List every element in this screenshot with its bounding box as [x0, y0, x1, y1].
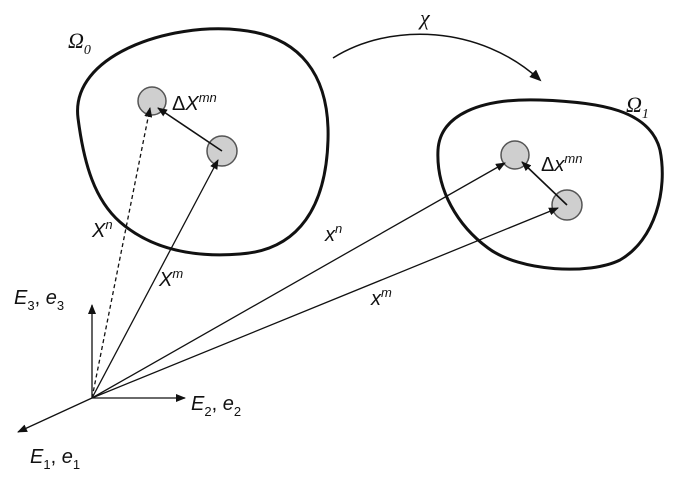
position-vector-Xn: [91, 107, 153, 399]
position-vector-xm: [91, 207, 559, 399]
label-omega1: Ω1: [626, 92, 649, 122]
reference-body-outline: [76, 27, 330, 257]
label-E1-e1: E1, e1: [30, 446, 80, 472]
mapping-arrow: [332, 33, 542, 82]
label-delta-x: Δxmn: [541, 151, 582, 176]
label-Xm: Xm: [158, 266, 183, 291]
label-delta-X: ΔXmn: [172, 90, 217, 115]
relative-vector-current: [521, 161, 568, 206]
axis-e1: [17, 397, 93, 433]
label-chi: χ: [418, 5, 431, 30]
label-xn: xn: [324, 221, 342, 246]
position-vector-xn: [91, 162, 506, 399]
relative-vector-reference: [157, 107, 223, 152]
label-E3-e3: E3, e3: [14, 287, 64, 313]
label-Xn: Xn: [91, 217, 113, 242]
position-vector-Xm: [91, 159, 219, 399]
label-E2-e2: E2, e2: [191, 393, 241, 419]
current-body-outline: [436, 98, 664, 271]
label-omega0: Ω0: [68, 28, 91, 58]
label-xm: xm: [370, 285, 392, 310]
